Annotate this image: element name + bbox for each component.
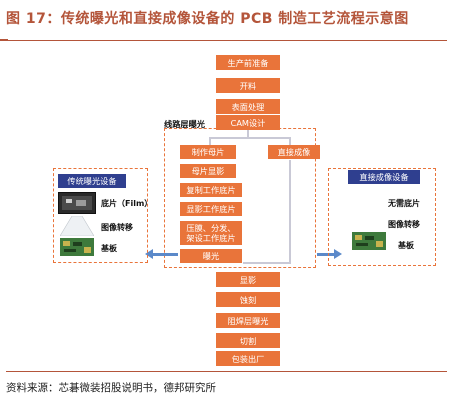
step-solder-mask-exposure: 阻焊层曝光: [216, 313, 280, 328]
film-frame-icon: [58, 192, 96, 214]
right-branch-line: [289, 160, 291, 262]
direct-imaging-panel-frame: [328, 168, 436, 266]
traditional-label-film: 底片（Film）: [101, 199, 153, 208]
direct-pcb-board-icon: [352, 232, 386, 250]
step-make-master: 制作母片: [180, 145, 236, 159]
traditional-panel-frame: [53, 168, 148, 263]
left-branch-stem: [209, 137, 211, 145]
step-surface-treatment: 表面处理: [216, 99, 280, 114]
direct-imaging-panel-title: 直接成像设备: [348, 170, 420, 184]
source-note: 资料来源：芯碁微装招股说明书，德邦研究所: [6, 382, 216, 394]
right-branch-stem: [289, 137, 291, 145]
branch-connector: [209, 137, 289, 139]
step-preparation: 生产前准备: [216, 55, 280, 70]
step-direct-imaging: 直接成像: [268, 145, 320, 159]
arrow-to-direct-imaging: [317, 249, 342, 259]
step-laminate-film: 压膜、分发、架设工作底片: [180, 221, 242, 245]
step-cutting-material: 开料: [216, 78, 280, 93]
step-master-develop: 母片显影: [180, 164, 236, 178]
direct-label-no-film: 无需底片: [388, 199, 420, 208]
arrow-to-traditional: [145, 249, 178, 259]
direct-label-transfer: 图像转移: [388, 220, 420, 229]
step-develop: 显影: [216, 272, 280, 287]
branch-stem: [247, 130, 249, 138]
step-copy-film: 复制工作底片: [180, 183, 242, 197]
right-merge-line: [243, 262, 291, 264]
traditional-label-transfer: 图像转移: [101, 223, 133, 232]
step-develop-film: 显影工作底片: [180, 202, 242, 216]
light-transfer-icon: [60, 216, 94, 236]
traditional-label-board: 基板: [101, 244, 117, 253]
step-cut: 切割: [216, 333, 280, 348]
title-rule-accent: [0, 39, 8, 41]
pcb-board-icon: [60, 238, 94, 256]
direct-label-board: 基板: [398, 241, 414, 250]
step-package-ship: 包装出厂: [216, 351, 280, 366]
step-exposure: 曝光: [180, 249, 242, 263]
title-rule: [6, 40, 447, 41]
group-label: 线路层曝光: [164, 119, 205, 129]
figure-title: 图 17：传统曝光和直接成像设备的 PCB 制造工艺流程示意图: [6, 11, 409, 27]
footer-rule: [6, 371, 447, 372]
step-etch: 蚀刻: [216, 292, 280, 307]
step-cam-design: CAM设计: [216, 115, 280, 130]
traditional-panel-title: 传统曝光设备: [58, 174, 126, 188]
exposure-group-frame: [164, 128, 316, 268]
